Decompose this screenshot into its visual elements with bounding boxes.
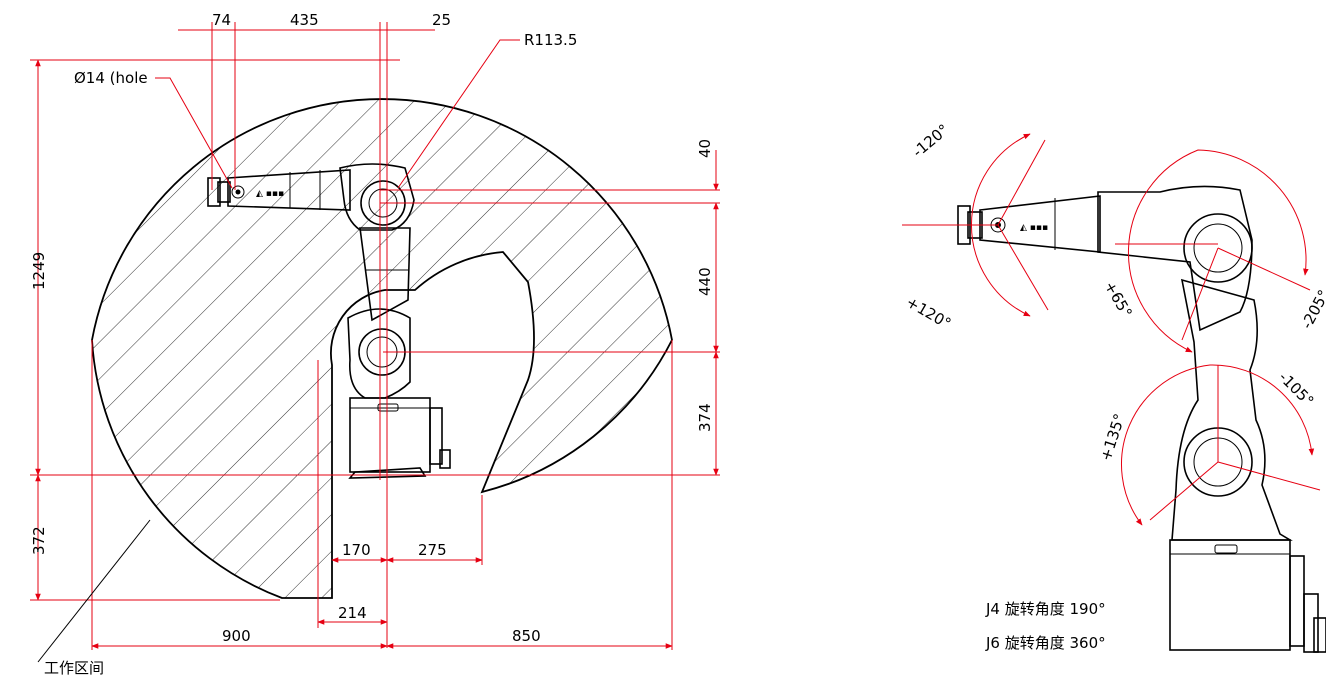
brand-logo-left: ◭ ▪▪▪: [256, 189, 284, 199]
angle-j5-pos: +120°: [903, 293, 954, 333]
note-j6: J6 旋转角度 360°: [985, 634, 1106, 652]
angle-arcs: [902, 133, 1321, 526]
workspace-region: [91, 98, 673, 599]
robot-arm-left: ◭ ▪▪▪: [207, 163, 451, 479]
dim-374: 374: [696, 403, 714, 432]
dim-214: 214: [338, 604, 367, 622]
dim-435: 435: [290, 11, 319, 29]
dim-170: 170: [342, 541, 371, 559]
dim-275: 275: [418, 541, 447, 559]
dim-1249: 1249: [30, 252, 48, 290]
dimension-lines-left: [30, 22, 720, 650]
workspace-leader: [37, 519, 151, 663]
dim-900: 900: [222, 627, 251, 645]
left-view: ◭ ▪▪▪: [30, 11, 720, 677]
dim-hole: Ø14 (hole: [74, 69, 148, 87]
dim-25: 25: [432, 11, 451, 29]
angle-j2-neg: -105°: [1275, 368, 1317, 410]
angle-j5-neg: -120°: [909, 121, 952, 161]
note-j4: J4 旋转角度 190°: [985, 600, 1106, 618]
dim-372: 372: [30, 526, 48, 555]
dim-40: 40: [696, 139, 714, 158]
right-view: ◭ ▪▪▪: [902, 121, 1326, 653]
dim-850: 850: [512, 627, 541, 645]
dim-440: 440: [696, 267, 714, 296]
angle-j3-pos: +65°: [1101, 278, 1136, 321]
brand-logo-right: ◭ ▪▪▪: [1020, 223, 1048, 233]
angle-j3-neg: -205°: [1298, 287, 1326, 332]
robot-arm-right: ◭ ▪▪▪: [957, 185, 1326, 653]
dim-74: 74: [212, 11, 231, 29]
workspace-label: 工作区间: [44, 659, 104, 677]
angle-j2-pos: +135°: [1097, 411, 1129, 463]
dim-radius: R113.5: [524, 31, 577, 49]
